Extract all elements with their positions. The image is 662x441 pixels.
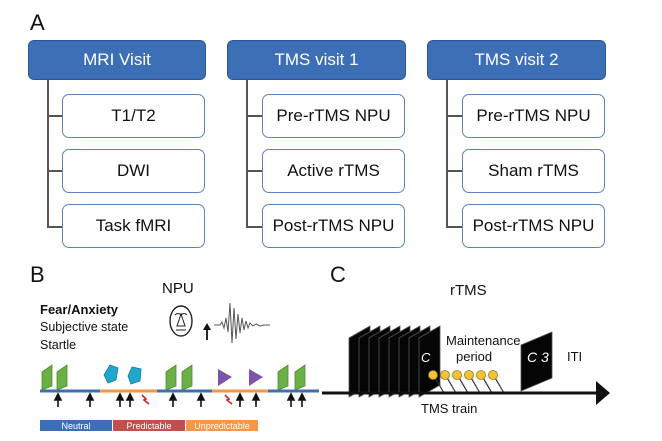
tree-connector [446, 170, 463, 172]
tree-connector [47, 226, 64, 228]
tree-connector [246, 115, 263, 117]
tree-connector [246, 80, 248, 228]
measure-fear-anxiety: Fear/Anxiety [40, 302, 119, 317]
panel-b-label: B [30, 262, 45, 287]
coil-letter: C 3 [527, 349, 549, 365]
face-icon [169, 305, 193, 337]
mri-item-t1t2: T1/T2 [62, 94, 205, 138]
tree-connector [446, 115, 463, 117]
tms1-item-active: Active rTMS [262, 149, 405, 193]
mri-visit-header: MRI Visit [28, 40, 206, 80]
tms1-item-post: Post-rTMS NPU [262, 204, 405, 248]
legend-predictable: Predictable [113, 420, 185, 431]
legend-unpredictable: Unpredictable [186, 420, 258, 431]
panel-a-label: A [30, 10, 45, 35]
maintenance-label-line2: period [456, 349, 493, 364]
mri-item-dwi: DWI [62, 149, 205, 193]
tree-connector [446, 80, 448, 228]
tms-visit-2-header: TMS visit 2 [427, 40, 606, 80]
predictable-cue-icon [103, 364, 142, 385]
tree-connector [47, 80, 49, 228]
mri-item-task-fmri: Task fMRI [62, 204, 205, 248]
coil-letter: C [421, 350, 431, 365]
rtms-title: rTMS [450, 282, 487, 299]
neutral-cue-icon [41, 364, 306, 391]
shock-icon [141, 394, 233, 405]
legend-neutral: Neutral [40, 420, 112, 431]
tree-connector [47, 170, 64, 172]
tree-connector [47, 115, 64, 117]
tms2-item-pre: Pre-rTMS NPU [462, 94, 605, 138]
measure-startle: Startle [40, 338, 77, 352]
time-axis-arrowhead [596, 381, 610, 405]
tms2-item-sham: Sham rTMS [462, 149, 605, 193]
probe-arrow-icon [53, 392, 307, 407]
panel-c-label: C [330, 262, 346, 287]
unpredictable-cue-icon [218, 369, 263, 386]
tree-connector [446, 226, 463, 228]
emg-waveform-icon [214, 302, 270, 344]
tms-pulse-card [520, 331, 553, 392]
tree-connector [246, 170, 263, 172]
maintenance-label-line1: Maintenance [446, 333, 521, 348]
tms-train-label: TMS train [421, 401, 478, 416]
tms1-item-pre: Pre-rTMS NPU [262, 94, 405, 138]
npu-title: NPU [162, 280, 194, 297]
tms-visit-1-header: TMS visit 1 [227, 40, 406, 80]
measure-subjective-state: Subjective state [40, 320, 129, 334]
tree-connector [246, 226, 263, 228]
iti-label: ITI [567, 349, 583, 364]
startle-arrow-icon [203, 323, 211, 340]
tms2-item-post: Post-rTMS NPU [462, 204, 605, 248]
maintenance-pulse-icon [428, 370, 505, 394]
